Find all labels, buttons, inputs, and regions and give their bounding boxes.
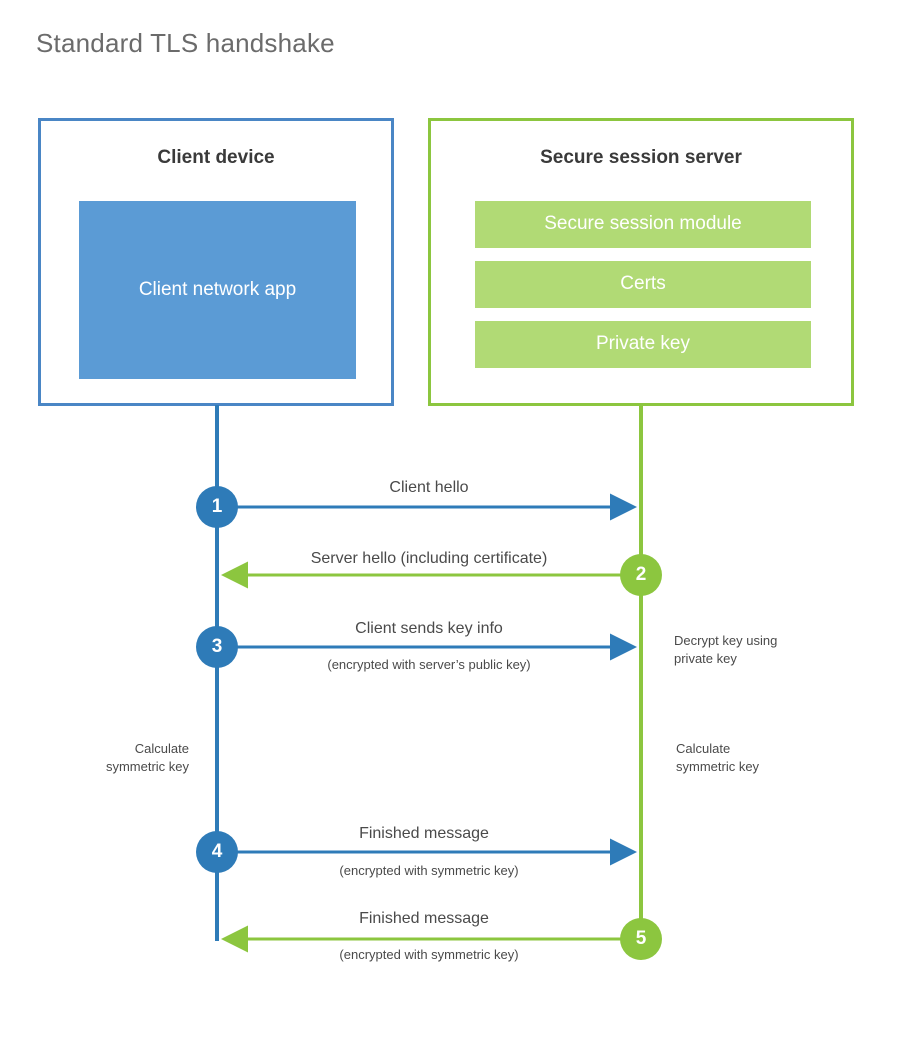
step-5-sublabel: (encrypted with symmetric key) xyxy=(339,947,519,962)
step-badge-1[interactable]: 1 xyxy=(196,486,238,528)
step-4-label: Finished message xyxy=(359,825,489,842)
annotation-server-decrypt: Decrypt key using private key xyxy=(674,633,778,666)
step-2-label: Server hello (including certificate) xyxy=(310,550,548,567)
secure-session-server-box: Secure session server Secure session mod… xyxy=(428,118,854,406)
server-module-certs: Certs xyxy=(475,261,811,308)
step-badge-5[interactable]: 5 xyxy=(620,918,662,960)
server-module-private-key: Private key xyxy=(475,321,811,368)
client-device-title: Client device xyxy=(157,147,275,168)
page-title: Standard TLS handshake xyxy=(36,28,335,58)
step-badge-2[interactable]: 2 xyxy=(620,554,662,596)
server-module-secure-session: Secure session module xyxy=(475,201,811,248)
step-badge-4[interactable]: 4 xyxy=(196,831,238,873)
step-1-label: Client hello xyxy=(389,479,469,496)
annotation-client-calculate-symmetric-key: Calculate symmetric key xyxy=(105,741,189,774)
step-4-sublabel: (encrypted with symmetric key) xyxy=(339,863,519,878)
step-badge-3[interactable]: 3 xyxy=(196,626,238,668)
secure-session-server-title: Secure session server xyxy=(540,147,742,168)
annotation-server-calculate-symmetric-key: Calculate symmetric key xyxy=(676,741,760,774)
step-5-label: Finished message xyxy=(359,910,489,927)
step-3-sublabel: (encrypted with server’s public key) xyxy=(327,657,531,672)
step-3-label: Client sends key info xyxy=(355,620,503,637)
client-network-app-block: Client network app xyxy=(79,201,356,379)
client-device-box: Client device Client network app xyxy=(38,118,394,406)
